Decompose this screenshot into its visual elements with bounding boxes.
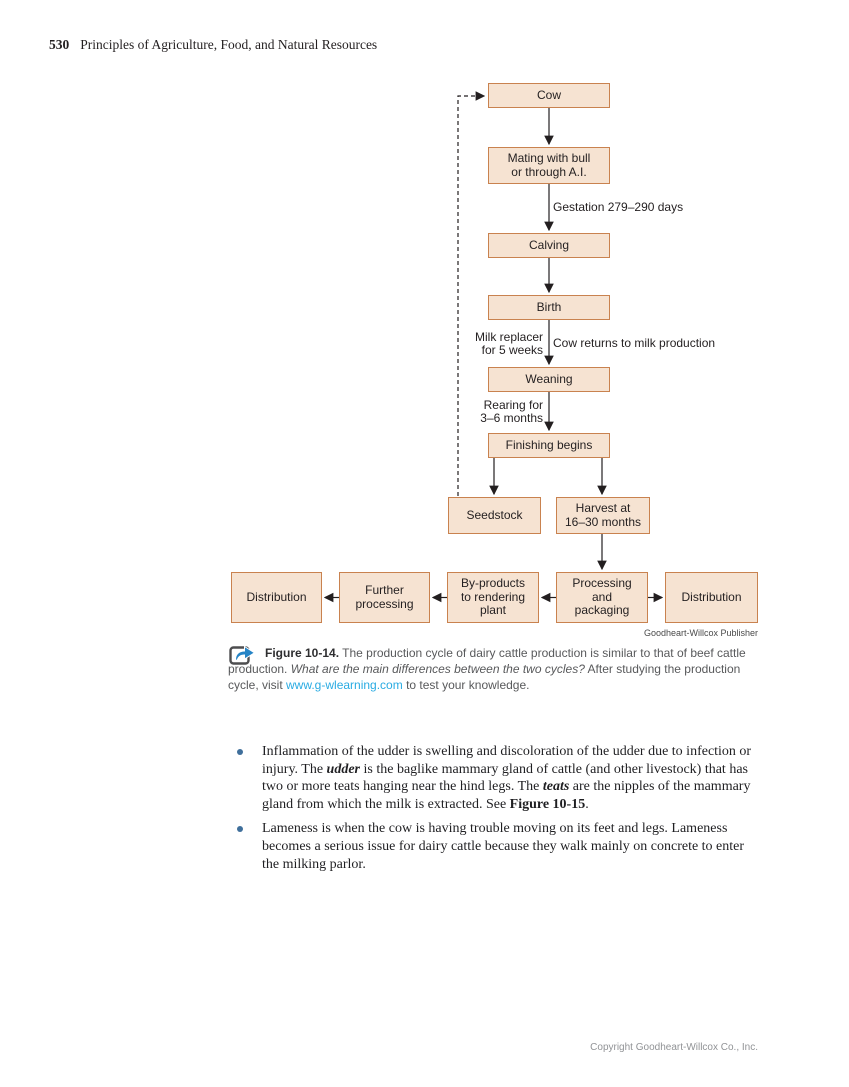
flow-box-harvest: Harvest at 16–30 months	[556, 497, 650, 534]
bullet1-text-2: is the baglike mammary gland of cattle (…	[262, 761, 748, 795]
flow-box-distribution-right: Distribution	[665, 572, 758, 623]
figure-10-15-reference: Figure 10-15	[509, 796, 586, 812]
flow-box-byproducts: By-products to rendering plant	[447, 572, 539, 623]
edge-label-rearing: Rearing for 3–6 months	[480, 398, 543, 425]
flow-box-processing: Processing and packaging	[556, 572, 648, 623]
figure-caption-label: Figure 10-14.	[265, 646, 340, 660]
bullet-list: Inflammation of the udder is swelling an…	[228, 743, 764, 880]
figure-caption-question: What are the main differences between th…	[290, 662, 585, 676]
list-item: Lameness is when the cow is having troub…	[228, 820, 764, 873]
bullet1-text-1: Inflammation of the udder is swelling an…	[262, 744, 752, 777]
publisher-credit: Goodheart-Willcox Publisher	[643, 628, 758, 638]
gw-learning-link[interactable]: www.g-wlearning.com	[286, 678, 403, 692]
figure-caption-text-1: The production cycle of dairy cattle pro…	[228, 646, 746, 676]
list-item: Inflammation of the udder is swelling an…	[228, 743, 764, 813]
running-head-title: Principles of Agriculture, Food, and Nat…	[80, 37, 378, 52]
flow-box-further-processing: Further processing	[339, 572, 430, 623]
figure-caption-text-3: to test your knowledge.	[402, 678, 530, 692]
bullet1-text-4: .	[585, 796, 589, 812]
dashed-arrow-seedstock-to-cow	[457, 91, 486, 496]
flow-box-distribution-left: Distribution	[231, 572, 322, 623]
running-head: 530 Principles of Agriculture, Food, and …	[49, 37, 377, 53]
external-link-icon	[229, 645, 256, 665]
term-teats: teats	[542, 779, 570, 795]
flow-box-seedstock: Seedstock	[448, 497, 541, 534]
flow-box-mating: Mating with bull or through A.I.	[488, 147, 610, 184]
figure-caption: Figure 10-14. The production cycle of da…	[228, 645, 761, 693]
bullet-dot-icon	[237, 826, 243, 833]
edge-label-milk-replacer: Milk replacer for 5 weeks	[474, 330, 543, 357]
copyright-footer: Copyright Goodheart-Willcox Co., Inc.	[590, 1042, 758, 1053]
bullet2-text: Lameness is when the cow is having troub…	[262, 821, 745, 872]
edge-label-cow-returns: Cow returns to milk production	[553, 336, 716, 350]
figure-caption-text-2: After studying the production cycle, vis…	[228, 662, 741, 692]
term-udder: udder	[326, 761, 360, 777]
bullet1-text-3: are the nipples of the mammary gland fro…	[262, 779, 751, 812]
page-number: 530	[49, 37, 70, 52]
flow-box-birth: Birth	[488, 295, 610, 320]
bullet-dot-icon	[237, 749, 243, 755]
flow-box-finishing: Finishing begins	[488, 433, 610, 458]
flow-box-calving: Calving	[488, 233, 610, 258]
edge-label-gestation: Gestation 279–290 days	[553, 200, 684, 214]
flow-box-weaning: Weaning	[488, 367, 610, 392]
flow-box-cow: Cow	[488, 83, 610, 108]
